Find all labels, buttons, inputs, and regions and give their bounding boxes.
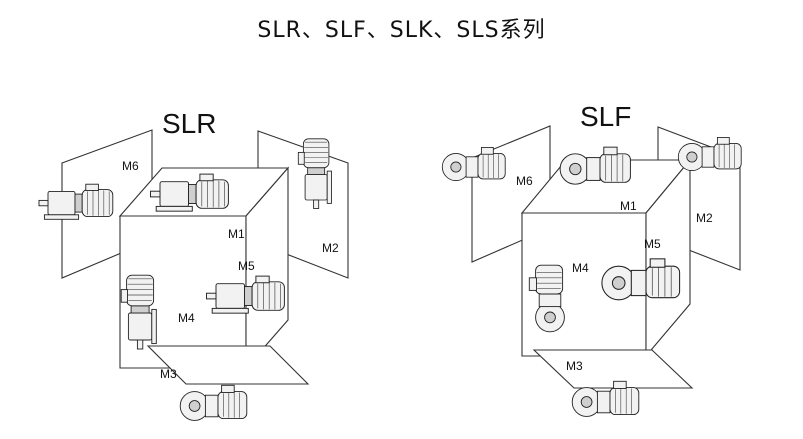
page-title: SLR、SLF、SLK、SLS系列 xyxy=(257,18,546,43)
label-slr-m1: M1 xyxy=(228,227,245,241)
cube-side xyxy=(245,166,289,370)
series-label-slr: SLR xyxy=(162,108,216,139)
cube-side xyxy=(645,158,691,358)
slr-diagram: SLR M6 M1 M2 M5 M4 M3 xyxy=(38,108,349,421)
slf-diagram: SLF M6 M1 M2 M5 M4 M3 xyxy=(441,101,742,417)
label-slf-m5: M5 xyxy=(644,237,661,251)
plane-m3 xyxy=(532,349,694,389)
label-slf-m4: M4 xyxy=(572,261,589,275)
label-slf-m1: M1 xyxy=(620,199,637,213)
label-slr-m2: M2 xyxy=(322,241,339,255)
label-slr-m5: M5 xyxy=(238,259,255,273)
label-slr-m6: M6 xyxy=(122,159,139,173)
label-slf-m3: M3 xyxy=(566,359,583,373)
label-slr-m4: M4 xyxy=(178,311,195,325)
flange-gear-motor-icon xyxy=(179,384,248,421)
label-slf-m2: M2 xyxy=(696,211,713,225)
flange-gear-motor-icon xyxy=(559,146,631,185)
label-slr-m3: M3 xyxy=(160,367,177,381)
plane-m3 xyxy=(146,345,310,385)
label-slf-m6: M6 xyxy=(516,174,533,188)
series-label-slf: SLF xyxy=(580,101,631,132)
